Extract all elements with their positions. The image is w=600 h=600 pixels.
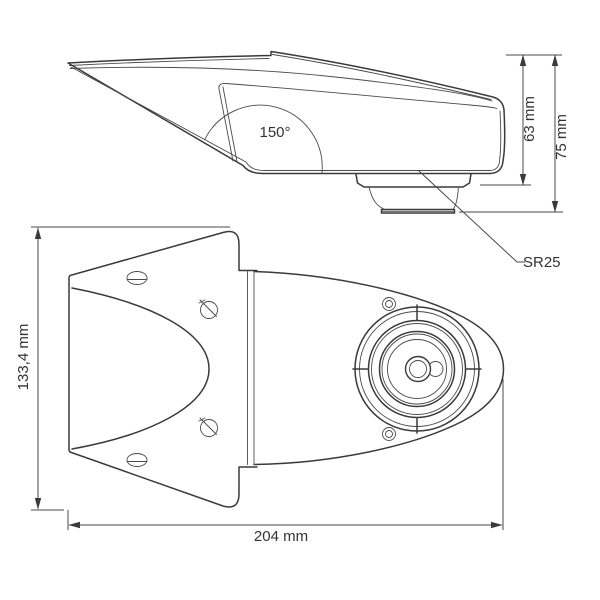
bracket-height-label: 133,4 mm [15,324,32,391]
lens-aperture-inner [409,360,427,378]
lens-screw-bottom [382,427,396,441]
camera-body-outline [67,50,506,175]
bracket-cutout-curve [71,287,210,450]
screw-symbol-bottom [198,417,218,437]
overall-length-label: 204 mm [254,528,308,545]
dome-radius-label: SR25 [523,254,561,271]
body-height-label: 63 mm [521,96,538,142]
lens-ring-bezel-inner [371,323,463,415]
screw-symbol-top [198,299,218,319]
dimension-133mm: 133,4 mm [15,226,230,511]
lens-dome-right [452,186,459,210]
lens-screw-top [382,297,396,311]
slotted-hole-top [126,271,148,285]
slotted-hole-bottom [126,453,148,467]
screw-slash [199,417,217,435]
lens-dome-left [368,186,386,210]
dimension-75mm: 75 mm [459,54,570,213]
lens-barrel-inner [381,333,453,405]
screw-slash [199,299,217,317]
lens-screw-bottom-inner [385,430,393,438]
camera-body-teardrop [253,270,505,466]
top-plate-inner-line [69,58,270,66]
fin-inner-line [272,54,492,100]
lens-assembly [352,297,482,441]
inner-housing-edge-2 [222,86,238,163]
slot-outline [126,271,148,285]
screw-head-tick [198,299,206,304]
lens-barrel-outer [378,330,456,408]
sr25-leader-line [417,169,525,263]
total-height-label: 75 mm [553,114,570,160]
plan-view: 133,4 mm 204 mm [15,226,505,545]
cover-lower-edge-line [69,66,493,102]
screw-circle [200,301,218,319]
slot-outline [126,453,148,467]
fov-arc [204,104,323,173]
lens-glass-edge [387,339,447,399]
dimension-204mm: 204 mm [67,379,504,545]
lens-dome-base [380,208,456,214]
inner-housing-edge [218,83,498,162]
windshield-inner-line [70,66,502,171]
dimension-63mm: 63 mm [480,54,562,186]
fov-angle-label: 150° [259,124,290,141]
screw-head-tick [198,417,206,422]
screw-circle [200,419,218,437]
mounting-bracket-outline [68,230,258,508]
side-profile-view: 150° SR25 63 mm 75 mm [67,50,570,271]
lens-flange [355,173,472,188]
lens-screw-top-inner [385,300,393,308]
